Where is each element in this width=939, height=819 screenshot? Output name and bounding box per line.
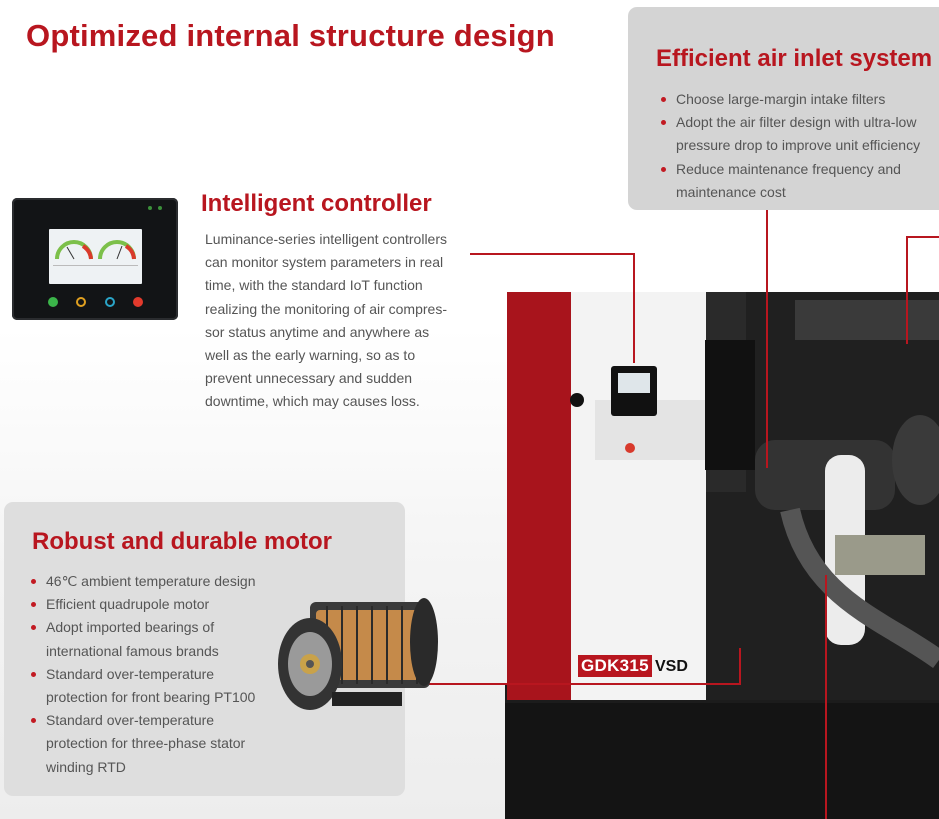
- alarm-button-icon: [76, 297, 86, 307]
- air-inlet-bullet: Choose large-margin intake filters: [658, 88, 930, 111]
- motor-bullet: Efficient quadrupole motor: [28, 593, 276, 616]
- motor-leader-line: [739, 648, 741, 685]
- motor-image: [278, 598, 438, 710]
- motor-bullet: Standard over-temperature protection for…: [28, 709, 276, 779]
- gauge-icon: [55, 240, 93, 260]
- model-badge: GDK315: [578, 655, 652, 677]
- model-suffix: VSD: [655, 658, 688, 675]
- motor-leader-line: [400, 683, 740, 685]
- controller-title: Intelligent controller: [201, 190, 432, 217]
- air-inlet-list: Choose large-margin intake filters Adopt…: [658, 88, 930, 204]
- controller-description: Luminance-series intelligent controllers…: [205, 231, 448, 410]
- air-inlet-bullet: Reduce maintenance frequency and mainten…: [658, 158, 930, 204]
- reset-button-icon: [105, 297, 115, 307]
- pipe-leader-line: [825, 575, 827, 819]
- motor-list: 46℃ ambient temperature design Efficient…: [28, 570, 276, 779]
- motor-title: Robust and durable motor: [32, 528, 332, 555]
- air-inlet-leader-line: [766, 210, 768, 468]
- air-inlet-title: Efficient air inlet system: [656, 45, 933, 72]
- gauge-icon: [98, 240, 136, 260]
- air-inlet-panel: [628, 7, 939, 210]
- compressor-machine-image: [505, 292, 939, 819]
- stop-button-icon: [133, 297, 143, 307]
- start-button-icon: [48, 297, 58, 307]
- controller-device-image: [12, 198, 178, 320]
- controller-leader-line: [470, 253, 635, 255]
- filter-leader-line: [906, 236, 939, 238]
- motor-bullet: 46℃ ambient temperature design: [28, 570, 276, 593]
- motor-bullet: Standard over-temperature protection for…: [28, 663, 276, 709]
- filter-leader-line: [906, 236, 908, 344]
- controller-screen: [49, 229, 142, 284]
- controller-leader-line: [633, 253, 635, 363]
- motor-bullet: Adopt imported bearings of international…: [28, 616, 276, 662]
- page-title: Optimized internal structure design: [26, 18, 555, 53]
- air-inlet-bullet: Adopt the air filter design with ultra-l…: [658, 111, 930, 157]
